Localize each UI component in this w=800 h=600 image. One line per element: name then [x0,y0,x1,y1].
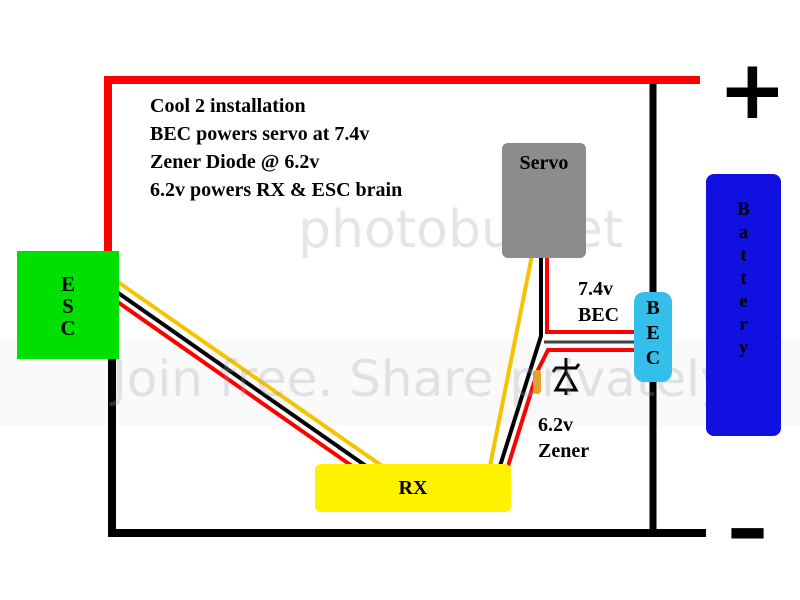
battery-letter: B [737,199,750,220]
battery-letter: a [738,222,749,243]
esc-ground-wire [112,288,368,468]
zener-diode-symbol [551,358,581,395]
bec-box: B E C [634,292,672,382]
bec-letter: C [645,347,661,369]
rx-box: RX [315,464,511,512]
bec-voltage-label: BEC [578,304,620,326]
bec-label: B E C [634,296,672,371]
bec-voltage-note: 7.4v BEC [578,276,619,328]
bec-voltage-value: 7.4v [578,278,613,300]
negative-terminal-symbol: – [727,481,768,576]
servo-ground-wire [498,250,543,467]
battery-letter: e [739,291,748,312]
battery-letter: y [738,337,749,358]
bec-letter: B [646,297,660,319]
title-line: Zener Diode @ 6.2v [150,151,320,173]
servo-power-wire [545,250,636,334]
zener-body [533,370,541,394]
positive-wire [104,76,700,258]
title-line: Cool 2 installation [150,95,306,117]
battery-label: B a t t e r y [706,198,781,359]
zener-label: Zener [538,440,590,462]
servo-signal-wire [488,249,535,467]
servo-box: Servo [502,143,586,258]
bec-letter: E [646,322,660,344]
title-block: Cool 2 installation BEC powers servo at … [150,92,402,204]
esc-label: E S C [17,273,119,339]
esc-letter: C [60,316,76,340]
esc-box: E S C [17,251,119,359]
esc-signal-wire [116,280,384,468]
zener-note: 6.2v Zener [538,412,589,464]
zener-feed-wire [506,348,636,467]
rx-label: RX [398,477,428,499]
servo-label: Servo [519,152,569,174]
positive-terminal-symbol: + [718,43,787,138]
title-line: 6.2v powers RX & ESC brain [150,179,403,201]
battery-letter: t [740,245,747,266]
zener-voltage-value: 6.2v [538,414,573,436]
negative-wire [108,345,706,537]
title-line: BEC powers servo at 7.4v [150,123,370,145]
esc-letter: E [60,272,75,296]
battery-letter: t [740,268,747,289]
esc-letter: S [62,294,74,318]
battery-letter: r [739,314,748,335]
battery-box: B a t t e r y [706,174,781,436]
esc-power-wire [110,296,354,468]
